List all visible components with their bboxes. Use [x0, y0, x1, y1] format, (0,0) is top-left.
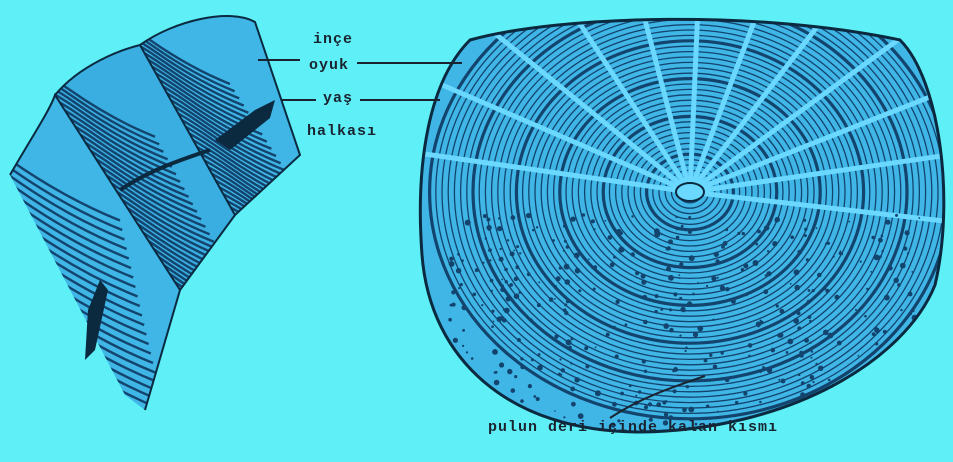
label-halkasi: halkası [307, 123, 377, 140]
label-pulun-deri-icinde: pulun deri içinde kalan kısmı [488, 419, 778, 436]
enlarged-scale-segments [0, 0, 354, 462]
label-ince: inçe [313, 31, 353, 48]
label-oyuk: oyuk [309, 57, 349, 74]
whole-fish-scale [375, 0, 953, 432]
label-yas: yaş [323, 90, 353, 107]
